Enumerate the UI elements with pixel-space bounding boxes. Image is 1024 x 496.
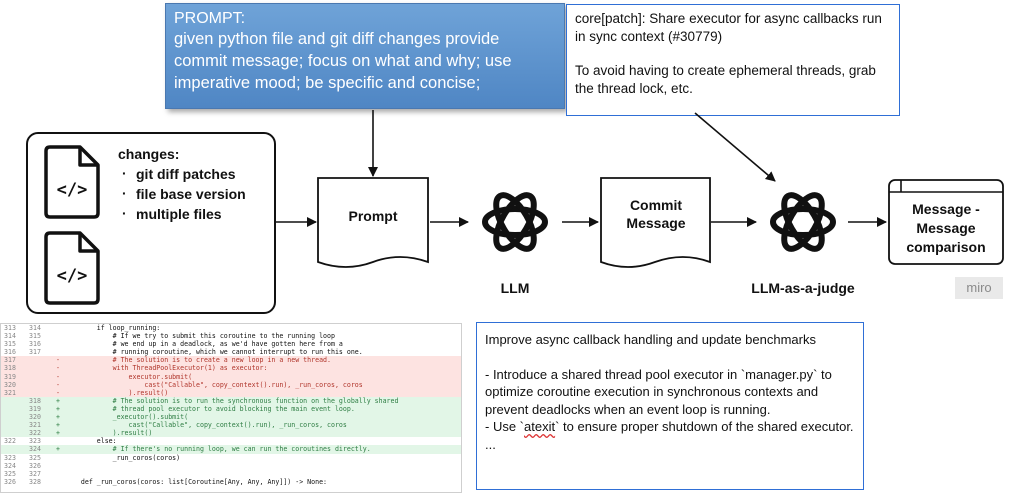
generated-ellipsis: ... xyxy=(485,436,496,452)
diff-line: 318- with ThreadPoolExecutor(1) as execu… xyxy=(1,364,461,373)
diff-line: 321+ cast("Callable", copy_context().run… xyxy=(1,421,461,430)
judge-label: LLM-as-a-judge xyxy=(751,280,855,296)
svg-text:</>: </> xyxy=(57,180,88,200)
reference-commit-box: core[patch]: Share executor for async ca… xyxy=(566,4,900,116)
commit-node-label: Commit Message xyxy=(626,197,686,231)
diff-line: 321- ).result() xyxy=(1,388,461,397)
prompt-node-label: Prompt xyxy=(348,208,398,224)
generated-title: Improve async callback handling and upda… xyxy=(485,332,816,347)
comparison-node-label: Message - Message comparison xyxy=(906,201,986,255)
miro-badge: miro xyxy=(955,277,1003,299)
changes-title: changes: xyxy=(118,146,180,162)
generated-bullet: - Introduce a shared thread pool executo… xyxy=(485,366,832,417)
commit-document-shape xyxy=(600,177,711,268)
arrow-reference-to-judge xyxy=(694,112,776,182)
generated-commit-box: Improve async callback handling and upda… xyxy=(476,322,864,490)
diff-line: 320- cast("Callable", copy_context().run… xyxy=(1,380,461,389)
file-icon: </> xyxy=(44,145,100,219)
judge-logo-icon xyxy=(770,192,836,252)
reference-commit-subject: core[patch]: Share executor for async ca… xyxy=(575,11,882,44)
prompt-text: given python file and git diff changes p… xyxy=(174,30,512,92)
diff-line: 319- executor.submit( xyxy=(1,372,461,381)
prompt-document-shape xyxy=(317,177,429,268)
changes-item: file base version xyxy=(118,183,246,204)
changes-item: multiple files xyxy=(118,203,246,224)
diff-line: 320+ _executor().submit( xyxy=(1,413,461,422)
diff-line: 319+ # thread pool executor to avoid blo… xyxy=(1,404,461,414)
changes-list: git diff patches file base version multi… xyxy=(118,163,246,224)
diff-line: 324+ # If there's no running loop, we ca… xyxy=(1,445,461,454)
diff-line: 318+ # The solution is to run the synchr… xyxy=(1,396,461,405)
diff-line: 317- # The solution is to create a new l… xyxy=(1,356,461,365)
spellcheck-word: atexit xyxy=(524,419,556,434)
prompt-title: PROMPT: xyxy=(174,10,246,27)
diff-line: 322+ ).result() xyxy=(1,429,461,438)
changes-box xyxy=(26,132,276,314)
file-icon: </> xyxy=(44,231,100,305)
comparison-window-shape xyxy=(888,179,1004,265)
changes-item: git diff patches xyxy=(118,163,246,184)
llm-label: LLM xyxy=(500,280,530,296)
generated-bullet: - Use `atexit` to ensure proper shutdown… xyxy=(485,419,854,434)
prompt-callout: PROMPT: given python file and git diff c… xyxy=(165,3,565,109)
llm-logo-icon xyxy=(482,192,548,252)
svg-text:</>: </> xyxy=(57,266,88,286)
reference-commit-body: To avoid having to create ephemeral thre… xyxy=(575,63,876,96)
